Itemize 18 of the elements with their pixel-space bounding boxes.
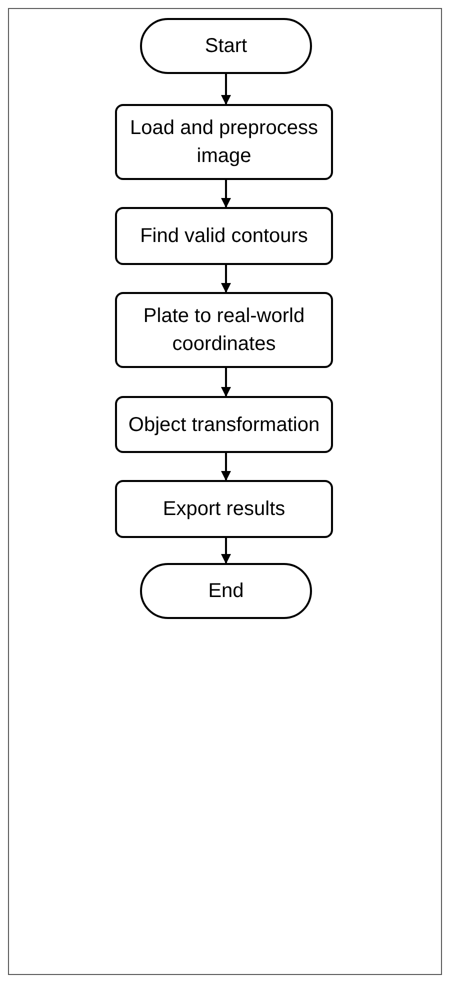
process-box [115, 292, 333, 368]
node-label: Export results [162, 497, 286, 522]
arrow [221, 180, 231, 208]
arrow [221, 265, 231, 293]
arrow [221, 538, 231, 564]
node-label: Plate to real-world coordinates [142, 304, 306, 357]
arrow [221, 74, 231, 105]
node-label: Object transformation [128, 412, 320, 438]
process-box [115, 396, 333, 453]
node-label: Find valid contours [140, 224, 308, 249]
process-box [115, 480, 333, 538]
process-box [115, 207, 333, 265]
node-label: End [208, 579, 244, 604]
process-box [115, 104, 333, 180]
node-label: Start [204, 34, 248, 59]
arrow [221, 453, 231, 481]
arrow [221, 368, 231, 397]
node-label: Load and preprocess image [129, 116, 319, 169]
